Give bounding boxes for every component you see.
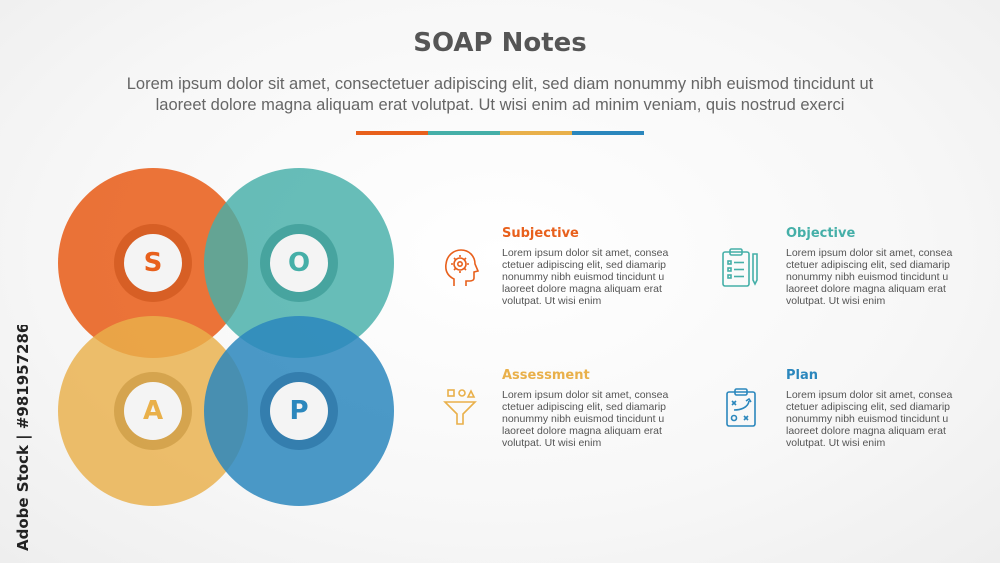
text-line: nonummy nibh euismod tincidunt u bbox=[786, 271, 949, 283]
text-line: ctetuer adipiscing elit, sed diamarip bbox=[786, 259, 951, 271]
item-title-subjective: Subjective bbox=[502, 226, 579, 241]
item-subjective: Subjective Lorem ipsum dolor sit amet, c… bbox=[502, 226, 692, 307]
text-line: laoreet dolore magna aliquam erat bbox=[502, 425, 662, 437]
item-objective: Objective Lorem ipsum dolor sit amet, co… bbox=[786, 226, 976, 307]
subtitle-line-1: Lorem ipsum dolor sit amet, consectetuer… bbox=[126, 75, 874, 93]
item-text-objective: Lorem ipsum dolor sit amet, consea ctetu… bbox=[786, 247, 976, 307]
item-assessment: Assessment Lorem ipsum dolor sit amet, c… bbox=[502, 368, 692, 449]
divider-segment-blue bbox=[572, 131, 644, 135]
watermark-text: Adobe Stock | #981957286 bbox=[14, 325, 33, 551]
item-text-subjective: Lorem ipsum dolor sit amet, consea ctetu… bbox=[502, 247, 692, 307]
item-plan: Plan Lorem ipsum dolor sit amet, consea … bbox=[786, 368, 976, 449]
text-line: ctetuer adipiscing elit, sed diamarip bbox=[786, 401, 951, 413]
letter-a: A bbox=[124, 382, 182, 440]
item-title-plan: Plan bbox=[786, 368, 819, 383]
text-line: laoreet dolore magna aliquam erat bbox=[786, 283, 946, 295]
text-line: Lorem ipsum dolor sit amet, consea bbox=[502, 247, 669, 259]
letter-s: S bbox=[124, 234, 182, 292]
divider-segment-yellow bbox=[500, 131, 572, 135]
strategy-board-icon bbox=[720, 386, 760, 430]
text-line: laoreet dolore magna aliquam erat bbox=[502, 283, 662, 295]
item-text-assessment: Lorem ipsum dolor sit amet, consea ctetu… bbox=[502, 389, 692, 449]
item-title-assessment: Assessment bbox=[502, 368, 590, 383]
text-line: volutpat. Ut wisi enim bbox=[786, 437, 886, 449]
text-line: Lorem ipsum dolor sit amet, consea bbox=[786, 389, 953, 401]
text-line: Lorem ipsum dolor sit amet, consea bbox=[502, 389, 669, 401]
ring-p: P bbox=[260, 372, 338, 450]
text-line: volutpat. Ut wisi enim bbox=[786, 295, 886, 307]
text-line: ctetuer adipiscing elit, sed diamarip bbox=[502, 401, 667, 413]
ring-s: S bbox=[114, 224, 192, 302]
letter-p: P bbox=[270, 382, 328, 440]
text-line: ctetuer adipiscing elit, sed diamarip bbox=[502, 259, 667, 271]
funnel-icon bbox=[440, 386, 480, 430]
page-title: SOAP Notes bbox=[413, 28, 587, 58]
soap-circle-diagram: S O A P bbox=[50, 160, 410, 510]
item-title-objective: Objective bbox=[786, 226, 856, 241]
text-line: nonummy nibh euismod tincidunt u bbox=[502, 271, 665, 283]
subtitle-line-2: laoreet dolore magna aliquam erat volutp… bbox=[155, 96, 845, 114]
item-text-plan: Lorem ipsum dolor sit amet, consea ctetu… bbox=[786, 389, 976, 449]
page-subtitle: Lorem ipsum dolor sit amet, consectetuer… bbox=[60, 74, 940, 116]
text-line: laoreet dolore magna aliquam erat bbox=[786, 425, 946, 437]
ring-o: O bbox=[260, 224, 338, 302]
clipboard-checklist-icon bbox=[720, 246, 760, 290]
color-divider bbox=[356, 131, 644, 135]
text-line: nonummy nibh euismod tincidunt u bbox=[502, 413, 665, 425]
stock-watermark-label: Adobe Stock | #981957286 bbox=[6, 323, 36, 555]
head-gear-icon bbox=[440, 246, 480, 290]
letter-o: O bbox=[270, 234, 328, 292]
divider-segment-teal bbox=[428, 131, 500, 135]
text-line: Lorem ipsum dolor sit amet, consea bbox=[786, 247, 953, 259]
text-line: nonummy nibh euismod tincidunt u bbox=[786, 413, 949, 425]
text-line: volutpat. Ut wisi enim bbox=[502, 295, 602, 307]
text-line: volutpat. Ut wisi enim bbox=[502, 437, 602, 449]
ring-a: A bbox=[114, 372, 192, 450]
divider-segment-orange bbox=[356, 131, 428, 135]
